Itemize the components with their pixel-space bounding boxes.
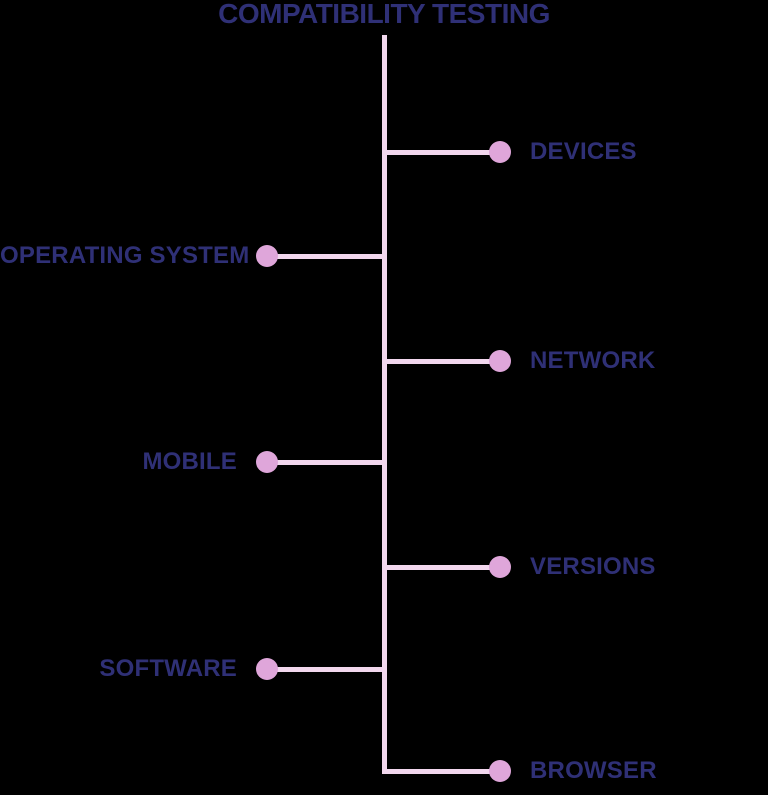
branch-label-browser: BROWSER xyxy=(530,757,657,784)
spine-line xyxy=(382,35,387,774)
branch-line-mobile xyxy=(267,459,387,465)
branch-dot-software xyxy=(256,658,278,680)
branch-dot-mobile xyxy=(256,451,278,473)
branch-dot-devices xyxy=(489,141,511,163)
branch-line-network xyxy=(382,358,500,364)
branch-dot-browser xyxy=(489,760,511,782)
branch-label-devices: DEVICES xyxy=(530,138,637,165)
branch-line-devices xyxy=(382,149,500,155)
branch-label-operating-system: OPERATING SYSTEM xyxy=(0,242,250,269)
branch-line-operating-system xyxy=(267,253,387,259)
diagram-title: COMPATIBILITY TESTING xyxy=(218,0,550,29)
branch-label-network: NETWORK xyxy=(530,347,656,374)
branch-dot-operating-system xyxy=(256,245,278,267)
branch-line-software xyxy=(267,666,387,672)
branch-label-software: SOFTWARE xyxy=(99,655,237,682)
branch-line-versions xyxy=(382,564,500,570)
branch-dot-versions xyxy=(489,556,511,578)
branch-label-mobile: MOBILE xyxy=(142,448,237,475)
branch-label-versions: VERSIONS xyxy=(530,553,656,580)
branch-dot-network xyxy=(489,350,511,372)
branch-line-browser xyxy=(382,768,500,774)
